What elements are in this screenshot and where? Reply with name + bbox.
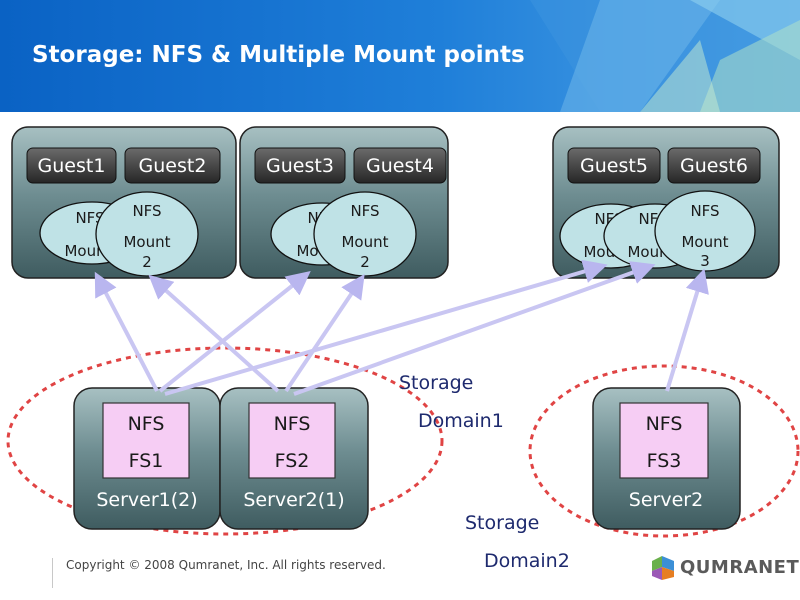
storage-domain1-label-line2: Domain1 — [418, 410, 504, 432]
arrow-fs2-to-mount4 — [284, 274, 365, 393]
guest-label-1: Guest1 — [38, 155, 106, 177]
guest-box-2: Guest2 — [124, 147, 221, 184]
server-label-1: Server1(2) — [96, 489, 197, 511]
server-label-3: Server2 — [629, 489, 703, 511]
fs1-line1: NFS — [128, 413, 165, 435]
guest-label-2: Guest2 — [139, 155, 207, 177]
storage-domain1-ring — [6, 346, 444, 536]
qumranet-logo-text: QUMRANET — [680, 557, 800, 578]
server-box-2: NFS FS2 Server2(1) — [219, 387, 369, 530]
copyright-text: Copyright © 2008 Qumranet, Inc. All righ… — [66, 558, 386, 572]
arrow-fs1-to-mount5 — [164, 259, 608, 396]
guest-box-3: Guest3 — [254, 147, 346, 184]
storage-domain2-label-line2: Domain2 — [484, 550, 570, 572]
fs2-line2: FS2 — [275, 450, 310, 472]
mount-7-line3: 3 — [700, 252, 710, 270]
mount-2-line1: NFS — [132, 202, 161, 220]
slide-title: Storage: NFS & Multiple Mount points — [32, 42, 525, 68]
qumranet-logo-mark — [652, 556, 674, 580]
footer-divider — [52, 558, 53, 588]
mount-4-line3: 2 — [360, 253, 370, 271]
storage-domain2-label-line1: Storage — [465, 512, 540, 534]
nfs-mount-7-ellipse: NFS Mount 3 — [654, 190, 756, 272]
storage-domain2-ring — [528, 364, 800, 538]
guest-label-4: Guest4 — [366, 155, 434, 177]
guest-box-4: Guest4 — [353, 147, 447, 184]
mount-2-line3: 2 — [142, 253, 152, 271]
guest-label-5: Guest5 — [580, 155, 648, 177]
guest-box-1: Guest1 — [26, 147, 117, 184]
arrow-fs1-to-mount3 — [158, 271, 311, 393]
server-box-1: NFS FS1 Server1(2) — [73, 387, 221, 530]
arrow-fs1-to-mount1 — [94, 271, 159, 392]
banner-decoration — [530, 0, 800, 112]
arrow-fs2-to-mount2 — [148, 274, 280, 393]
fs3-line1: NFS — [646, 413, 683, 435]
title-banner: Storage: NFS & Multiple Mount points — [0, 0, 800, 112]
server-label-2: Server2(1) — [243, 489, 344, 511]
guest-label-6: Guest6 — [680, 155, 748, 177]
guest-box-6: Guest6 — [667, 147, 761, 184]
mount-7-line1: NFS — [690, 202, 719, 220]
mount-4-line2: Mount — [341, 233, 388, 251]
nfs-mount-2-ellipse: NFS Mount 2 — [95, 191, 199, 277]
nfs-mount-4-ellipse: NFS Mount 2 — [313, 191, 417, 277]
trademark-mark: ™ — [787, 561, 793, 568]
mount-4-line1: NFS — [350, 202, 379, 220]
fs3-line2: FS3 — [647, 450, 682, 472]
mount-7-line2: Mount — [681, 233, 728, 251]
arrow-fs2-to-mount6 — [293, 261, 656, 396]
guest-label-3: Guest3 — [266, 155, 334, 177]
storage-domain1-label-line1: Storage — [399, 372, 474, 394]
fs1-line2: FS1 — [129, 450, 164, 472]
arrow-fs3-to-mount7 — [665, 268, 709, 392]
server-box-3: NFS FS3 Server2 — [592, 387, 741, 530]
fs2-line1: NFS — [274, 413, 311, 435]
guest-box-5: Guest5 — [567, 147, 661, 184]
mount-2-line2: Mount — [123, 233, 170, 251]
